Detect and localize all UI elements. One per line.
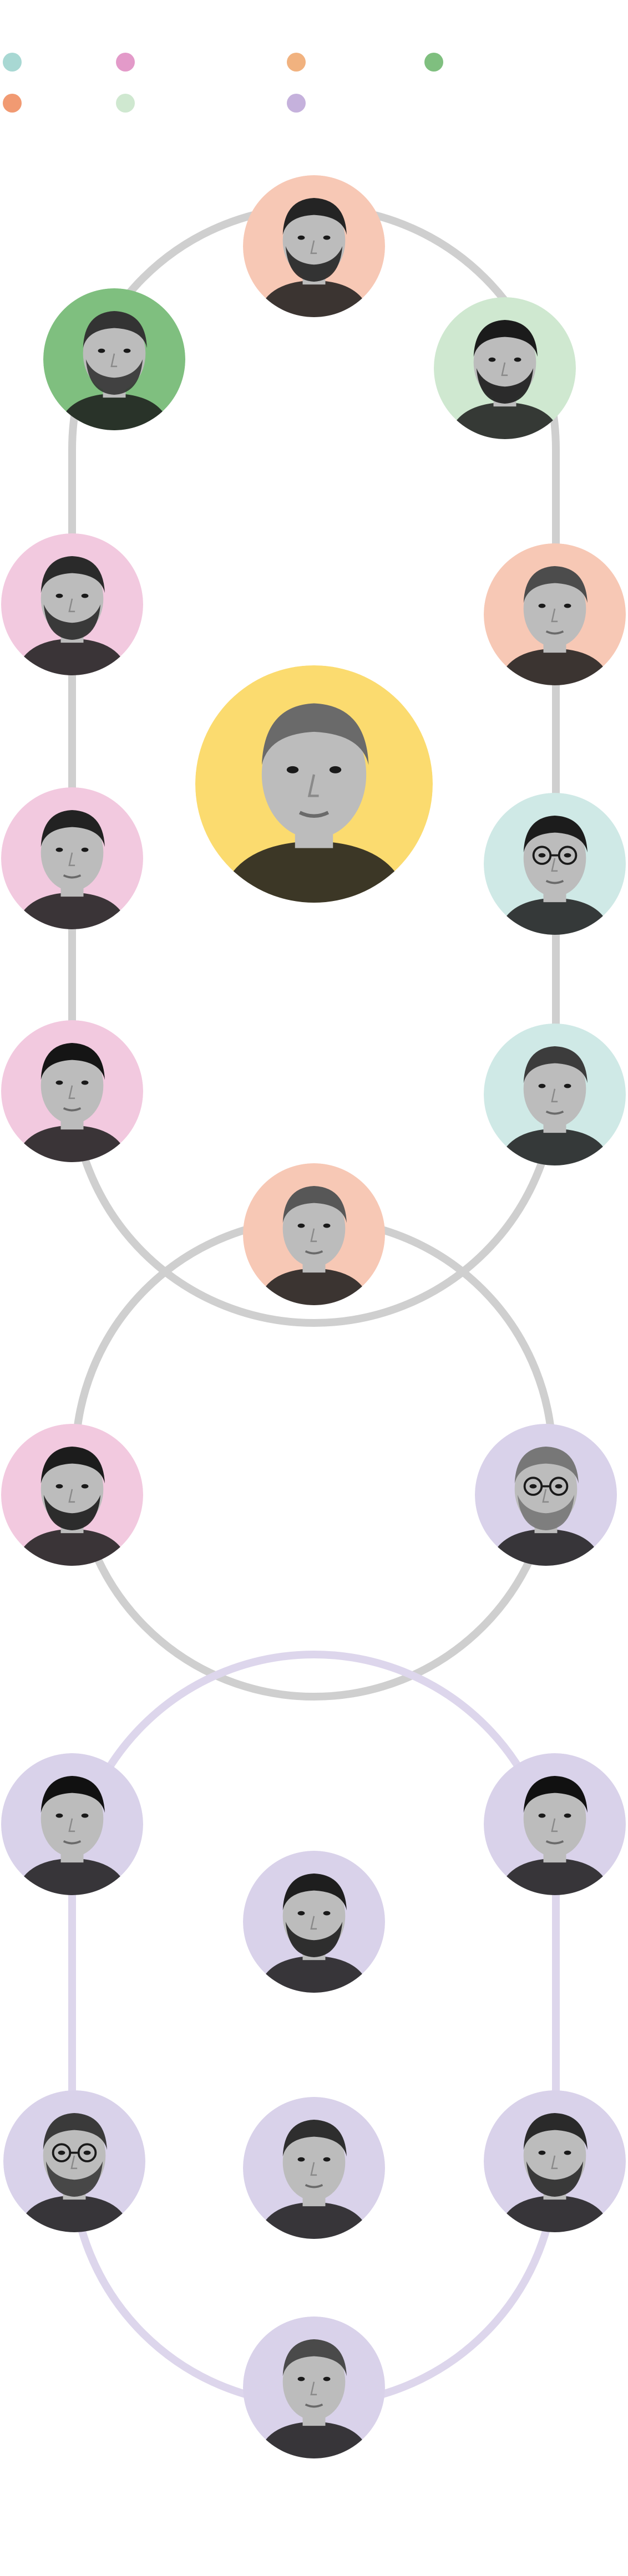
portrait-11-image xyxy=(243,1163,385,1305)
portrait-17-image xyxy=(3,2090,145,2232)
portrait-05-image xyxy=(484,543,626,685)
portrait-11 xyxy=(243,1163,385,1305)
color-legend xyxy=(0,0,628,144)
portrait-03-image xyxy=(434,297,576,439)
portrait-08-image xyxy=(484,793,626,935)
portrait-16 xyxy=(243,1851,385,1993)
group-upper-outline-bottom xyxy=(68,1081,560,1327)
portrait-12-image xyxy=(1,1424,143,1566)
portrait-15 xyxy=(484,1753,626,1895)
portrait-02-image xyxy=(43,288,185,430)
portrait-04 xyxy=(1,533,143,675)
portrait-07 xyxy=(1,787,143,929)
portrait-06 xyxy=(195,665,433,903)
portrait-03 xyxy=(434,297,576,439)
portrait-20-image xyxy=(243,2317,385,2458)
portrait-14-image xyxy=(1,1753,143,1895)
portrait-02 xyxy=(43,288,185,430)
portrait-15-image xyxy=(484,1753,626,1895)
portrait-09-image xyxy=(1,1020,143,1162)
portrait-12 xyxy=(1,1424,143,1566)
portrait-18 xyxy=(243,2097,385,2239)
legend-dot-purple xyxy=(287,94,306,113)
legend-dot-green xyxy=(424,53,443,72)
portrait-19-image xyxy=(484,2090,626,2232)
portrait-17 xyxy=(3,2090,145,2232)
portrait-06-image xyxy=(195,665,433,903)
legend-dot-teal xyxy=(3,53,22,72)
portrait-09 xyxy=(1,1020,143,1162)
portrait-10 xyxy=(484,1024,626,1165)
portrait-13-image xyxy=(475,1424,617,1566)
portrait-20 xyxy=(243,2317,385,2458)
portrait-18-image xyxy=(243,2097,385,2239)
portrait-13 xyxy=(475,1424,617,1566)
portrait-19 xyxy=(484,2090,626,2232)
legend-dot-orange xyxy=(3,94,22,113)
legend-dot-light-green xyxy=(116,94,135,113)
portrait-16-image xyxy=(243,1851,385,1993)
portrait-01 xyxy=(243,175,385,317)
legend-dot-light-orange xyxy=(287,53,306,72)
portrait-14 xyxy=(1,1753,143,1895)
portrait-01-image xyxy=(243,175,385,317)
portrait-08 xyxy=(484,793,626,935)
portrait-10-image xyxy=(484,1024,626,1165)
portrait-05 xyxy=(484,543,626,685)
portrait-04-image xyxy=(1,533,143,675)
portrait-07-image xyxy=(1,787,143,929)
connection-lines xyxy=(68,203,560,2408)
group-lower-outline xyxy=(68,1651,560,2408)
legend-dot-magenta xyxy=(116,53,135,72)
